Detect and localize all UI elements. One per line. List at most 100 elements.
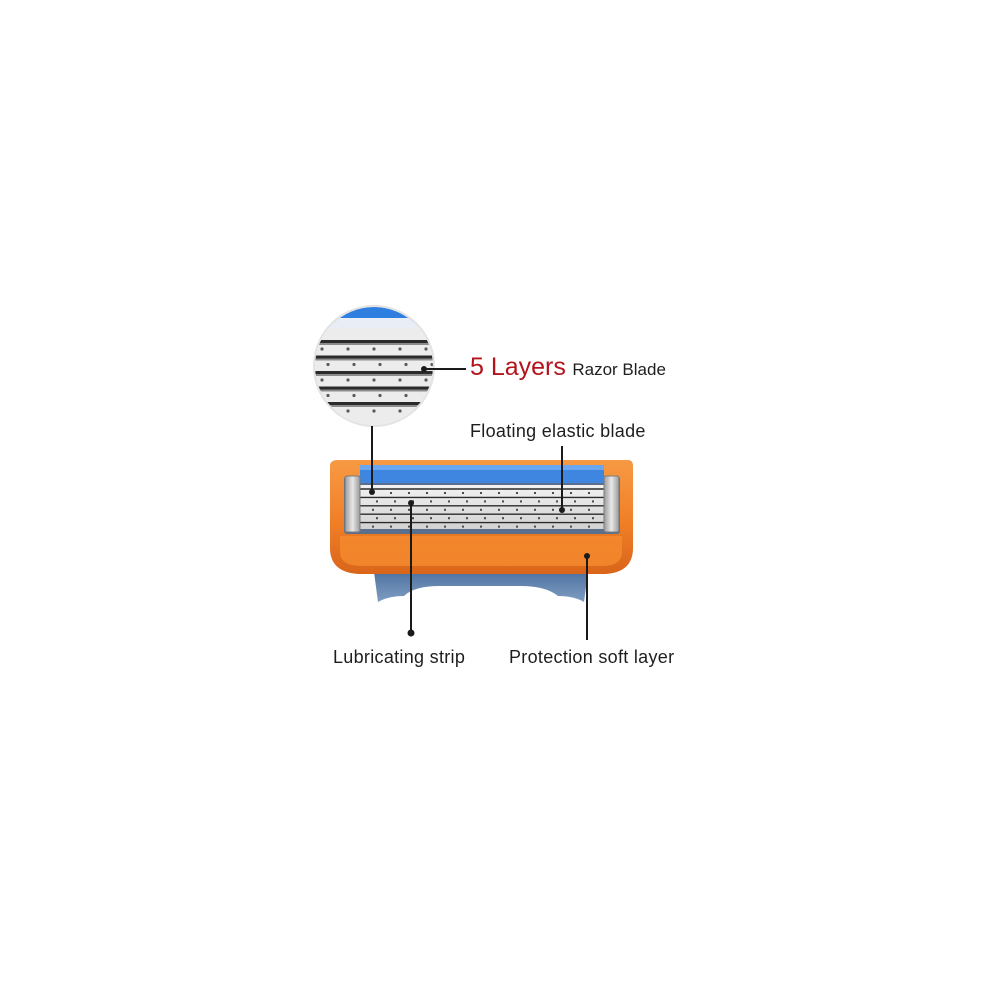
- lens-blade-rivet: [424, 347, 428, 351]
- blade-rivet: [390, 508, 392, 511]
- blade-rivet: [588, 508, 590, 511]
- blade-rivet: [502, 500, 504, 503]
- blade-rivet: [520, 517, 522, 520]
- blade-rivet: [372, 525, 374, 528]
- callouts: [369, 366, 590, 640]
- protection-soft-layer: [340, 536, 622, 566]
- blade-rivet: [444, 508, 446, 511]
- blade-rivet: [592, 517, 594, 520]
- blade-rivet: [502, 517, 504, 520]
- lens-blade-shadow: [315, 358, 433, 361]
- blade-rivet: [552, 525, 554, 528]
- lens-blade-rivet: [404, 393, 408, 398]
- floating-blade-label: Floating elastic blade: [470, 421, 646, 441]
- layers-suffix-text: Razor Blade: [572, 360, 666, 379]
- blade-rivet: [552, 492, 554, 494]
- blade-rivet: [520, 500, 522, 503]
- blade-rivet: [426, 492, 428, 494]
- lens-blade-rivet: [320, 378, 324, 382]
- blade-rivet: [376, 500, 378, 503]
- blade-rivet: [538, 517, 540, 520]
- lens-blade-edge: [315, 371, 433, 374]
- callout-lubricating-dot: [407, 629, 415, 637]
- blade-rivet: [408, 492, 410, 494]
- lens-blade-rivet: [430, 362, 433, 367]
- layers-label: 5 Layers Razor Blade: [470, 352, 666, 386]
- callout-lens-dot: [369, 489, 375, 495]
- blade-rivet: [394, 517, 396, 520]
- blade-rivet: [480, 492, 482, 494]
- blade-rivet: [498, 525, 500, 528]
- blade-rivet: [408, 508, 410, 511]
- blade-rivet: [480, 525, 482, 528]
- blade-rivet: [444, 492, 446, 494]
- protection-layer-label: Protection soft layer: [509, 647, 675, 667]
- lubricating-strip-label: Lubricating strip: [333, 647, 466, 667]
- blade-rivet: [426, 525, 428, 528]
- lens-blade-rivet: [326, 362, 330, 367]
- lens-blade-rivet: [398, 378, 402, 382]
- lens-blade-rivet: [378, 393, 382, 398]
- lens-blade-rivet: [352, 362, 356, 367]
- side-clip-left: [344, 475, 361, 533]
- zoom-lens: [313, 305, 435, 427]
- lens-blade-rivet: [372, 347, 376, 351]
- blade-rivet: [444, 525, 446, 528]
- blade-rivet: [516, 525, 518, 528]
- lens-blade-rivet: [378, 362, 382, 367]
- blade-rivet: [448, 517, 450, 520]
- blade-rivet: [372, 508, 374, 511]
- blade-rivet: [466, 500, 468, 503]
- blade-rivet: [480, 508, 482, 511]
- lens-blade-shadow: [315, 374, 433, 376]
- blade-rivet: [390, 525, 392, 528]
- blade-rivet: [570, 525, 572, 528]
- lens-blade-shadow: [315, 389, 433, 392]
- blade-rivet: [462, 508, 464, 511]
- lens-blade-rivet: [404, 362, 408, 367]
- blade-rivet: [484, 517, 486, 520]
- lens-blade-rivet: [372, 378, 376, 382]
- lens-blade-rivet: [430, 393, 433, 398]
- lens-blade-edge: [315, 355, 433, 359]
- blade-rivet: [534, 492, 536, 494]
- blade-rivet: [462, 525, 464, 528]
- blade-rivet: [592, 500, 594, 503]
- blade-rivet: [426, 508, 428, 511]
- blade-rivet: [394, 500, 396, 503]
- blade-rivet: [534, 525, 536, 528]
- blade-rivet: [430, 500, 432, 503]
- blade-rivet: [588, 525, 590, 528]
- lens-blade-rivet: [346, 378, 350, 382]
- blade-rivet: [556, 517, 558, 520]
- lens-blades: [315, 340, 433, 413]
- blade-rivet: [412, 517, 414, 520]
- blade-rivet: [484, 500, 486, 503]
- callout-protection-dot: [584, 553, 590, 559]
- blade-rivet: [570, 492, 572, 494]
- lubricating-strip-highlight: [360, 465, 604, 470]
- razor-blades: [360, 488, 604, 528]
- blade-rivet: [574, 500, 576, 503]
- lens-blade-rivet: [352, 393, 356, 398]
- blade-rivet: [552, 508, 554, 511]
- blade-rivet: [516, 492, 518, 494]
- side-clip-right: [603, 475, 620, 533]
- lens-blade-rivet: [398, 409, 402, 413]
- lens-blade-edge: [315, 340, 433, 343]
- blade-rivet: [498, 492, 500, 494]
- lens-blade-rivet: [320, 409, 324, 413]
- blade-rivet: [534, 508, 536, 511]
- blade-rivet: [462, 492, 464, 494]
- callout-floating-dot: [559, 507, 565, 513]
- blade-rivet: [390, 492, 392, 494]
- blade-rivet: [498, 508, 500, 511]
- lens-blade-edge: [315, 402, 433, 405]
- blade-rivet: [538, 500, 540, 503]
- lens-blade-rivet: [398, 347, 402, 351]
- blade-rivet: [408, 525, 410, 528]
- lens-blade-rivet: [326, 393, 330, 398]
- handle-connector: [374, 572, 588, 602]
